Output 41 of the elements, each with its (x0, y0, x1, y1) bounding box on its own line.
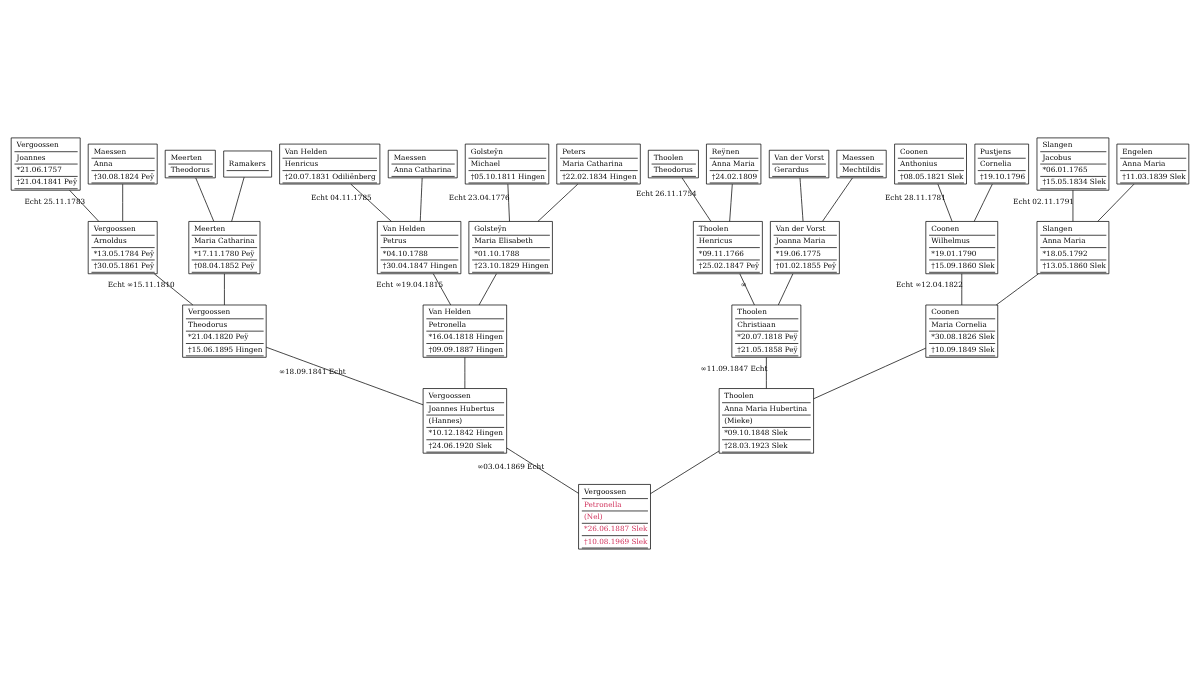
connector (650, 450, 720, 494)
connector (506, 447, 579, 494)
connector (822, 177, 853, 221)
connector (153, 273, 194, 305)
connector (464, 356, 466, 389)
edge-label: Echt ∞15.11.1810 (107, 279, 175, 289)
edge-label: Echt ∞12.04.1822 (896, 279, 963, 289)
connector (537, 183, 579, 222)
connector (813, 347, 927, 399)
connector (122, 183, 124, 222)
connector (973, 183, 993, 222)
connector (507, 183, 510, 222)
edge-label: ∞18.09.1841 Echt (278, 366, 346, 376)
connector (69, 189, 100, 222)
connector (1072, 189, 1074, 222)
connector (799, 177, 804, 221)
edge-label: Echt ∞19.04.1815 (376, 279, 444, 289)
edge-label: Echt 02.11.1791 (1013, 196, 1074, 206)
connector (432, 273, 451, 305)
connector (961, 273, 963, 305)
connector (195, 177, 215, 221)
edge-label: Echt 28.11.1781 (885, 192, 946, 202)
connector (995, 273, 1039, 305)
connector (739, 273, 755, 305)
connector (1097, 183, 1135, 222)
connector (231, 176, 245, 222)
edge-label: Echt 04.11.1785 (310, 192, 372, 202)
connector (937, 183, 953, 222)
edge-label: ∞03.04.1869 Echt (477, 461, 545, 471)
edge-label: Echt 26.11.1754 (635, 188, 697, 198)
connector (729, 183, 733, 222)
connector (419, 177, 423, 221)
edge-label: ∞ (740, 279, 747, 289)
edge-label: Echt 25.11.1783 (24, 196, 86, 206)
connector (265, 346, 424, 405)
connector (777, 273, 794, 305)
connector (224, 273, 225, 305)
connector (681, 177, 712, 221)
connector (350, 183, 392, 222)
connector (478, 273, 497, 305)
connector (766, 356, 767, 389)
